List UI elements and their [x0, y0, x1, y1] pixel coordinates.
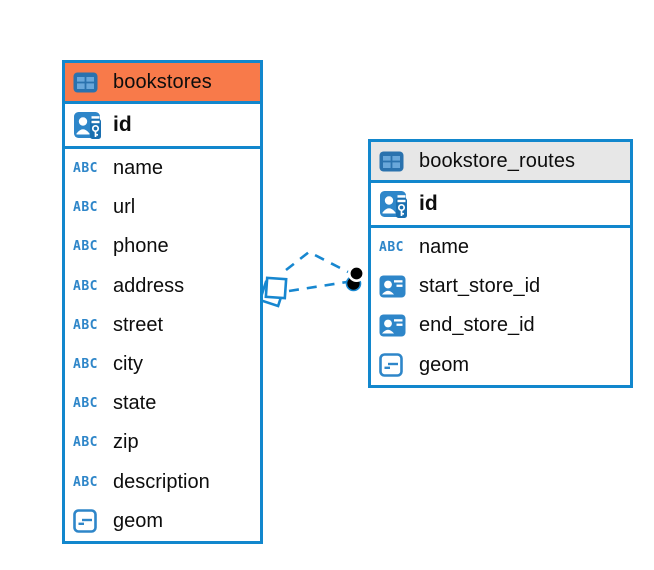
- column-name: id: [419, 192, 438, 215]
- column-name: url: [113, 196, 136, 219]
- column-row[interactable]: ABC address: [65, 266, 260, 306]
- column-name: street: [113, 313, 164, 336]
- entity-bookstore-routes[interactable]: bookstore_routes id ABC name: [368, 139, 633, 388]
- column-name: end_store_id: [419, 314, 535, 337]
- relationship-line-upper[interactable]: [285, 250, 349, 274]
- relationship-source-diamond-markers[interactable]: [258, 276, 288, 308]
- text-type-icon: ABC: [73, 396, 98, 412]
- column-name: city: [113, 353, 143, 376]
- text-type-icon: ABC: [73, 474, 98, 490]
- column-row[interactable]: start_store_id: [371, 267, 630, 307]
- column-name: geom: [419, 353, 470, 376]
- entity-bookstores[interactable]: bookstores id ABC name: [62, 60, 263, 544]
- foreign-key-icon: [379, 314, 413, 337]
- column-row[interactable]: ABC street: [65, 305, 260, 345]
- column-name: state: [113, 392, 157, 415]
- relationship-target-dot-markers[interactable]: [345, 264, 365, 292]
- text-type-icon: ABC: [73, 357, 98, 373]
- bookstores-header[interactable]: bookstores: [65, 63, 260, 104]
- table-name: bookstore_routes: [419, 149, 576, 172]
- column-row[interactable]: ABC name: [65, 149, 260, 189]
- table-name: bookstores: [113, 70, 212, 93]
- foreign-key-icon: [379, 275, 413, 298]
- text-type-icon: ABC: [73, 435, 98, 451]
- column-row[interactable]: geom: [371, 345, 630, 385]
- column-name: description: [113, 470, 210, 493]
- column-row[interactable]: ABC description: [65, 462, 260, 502]
- geometry-type-icon: [379, 353, 413, 377]
- column-row[interactable]: ABC zip: [65, 423, 260, 463]
- text-type-icon: ABC: [379, 240, 404, 256]
- column-row[interactable]: ABC url: [65, 188, 260, 228]
- column-row-pk[interactable]: id: [65, 104, 260, 149]
- column-name: name: [113, 157, 164, 180]
- column-name: phone: [113, 235, 169, 258]
- text-type-icon: ABC: [73, 278, 98, 294]
- relationship-line-lower[interactable]: [288, 280, 348, 293]
- text-type-icon: ABC: [73, 317, 98, 333]
- column-row[interactable]: geom: [65, 501, 260, 541]
- column-name: name: [419, 236, 470, 259]
- column-name: address: [113, 274, 185, 297]
- column-name: zip: [113, 431, 139, 454]
- column-row[interactable]: end_store_id: [371, 306, 630, 346]
- text-type-icon: ABC: [73, 161, 98, 177]
- column-name: start_store_id: [419, 275, 541, 298]
- column-row[interactable]: ABC phone: [65, 227, 260, 267]
- primary-key-icon: [73, 110, 107, 140]
- text-type-icon: ABC: [73, 239, 98, 255]
- column-name: geom: [113, 509, 164, 532]
- column-row[interactable]: ABC state: [65, 384, 260, 424]
- text-type-icon: ABC: [73, 200, 98, 216]
- column-row-pk[interactable]: id: [371, 183, 630, 228]
- bookstore-routes-header[interactable]: bookstore_routes: [371, 142, 630, 183]
- column-row[interactable]: ABC city: [65, 344, 260, 385]
- column-row[interactable]: ABC name: [371, 228, 630, 268]
- primary-key-icon: [379, 189, 413, 219]
- geometry-type-icon: [73, 509, 107, 534]
- table-icon: [379, 151, 413, 172]
- table-icon: [73, 72, 107, 93]
- column-name: id: [113, 113, 132, 136]
